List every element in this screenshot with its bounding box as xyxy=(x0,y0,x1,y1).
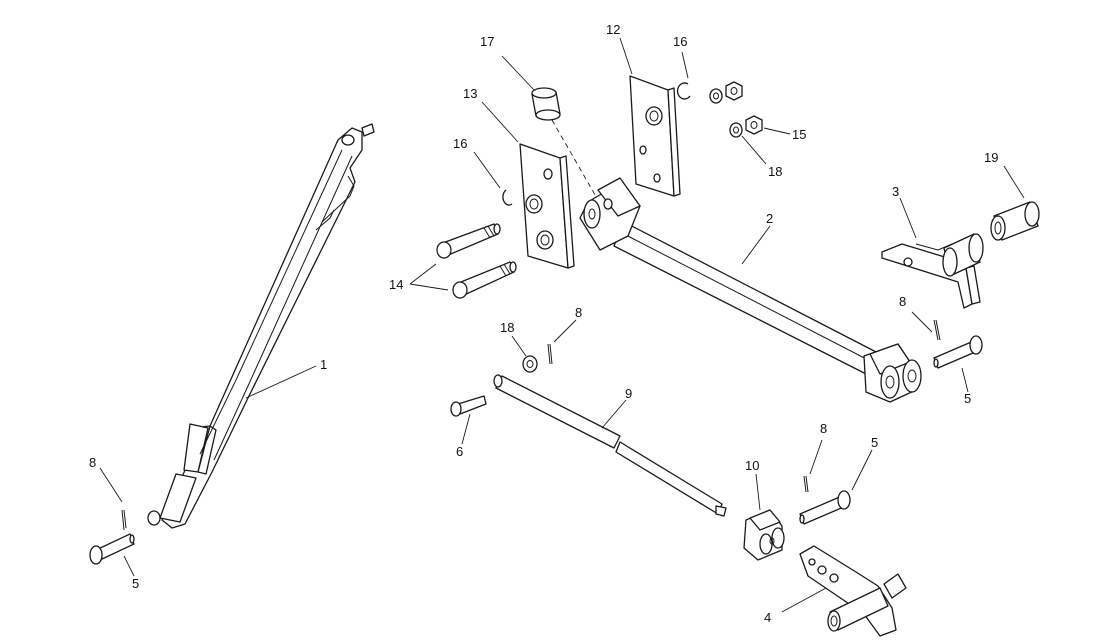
part-18-washer-lower xyxy=(522,355,538,373)
leader-15 xyxy=(763,127,791,135)
leader-5-lower xyxy=(851,449,873,491)
part-13-mount-plate xyxy=(519,143,575,269)
leader-16-left xyxy=(473,151,501,189)
leader-lines xyxy=(99,37,1025,613)
leader-13 xyxy=(481,101,519,143)
leader-18-upper xyxy=(741,135,767,165)
callout-12: 12 xyxy=(606,22,620,37)
leader-8-lower xyxy=(809,439,823,475)
part-17-spacer-bushing xyxy=(531,87,599,201)
part-12-upper-plate xyxy=(629,75,681,197)
part-5-clevis-pin-left xyxy=(89,533,135,565)
part-4-crank-arm xyxy=(799,545,907,637)
callout-5-left: 5 xyxy=(132,576,139,591)
part-9-rod xyxy=(493,374,727,517)
leader-10 xyxy=(755,473,761,511)
callout-5-lower: 5 xyxy=(871,435,878,450)
leader-6 xyxy=(461,413,471,445)
part-2-tube-arm xyxy=(579,177,922,403)
leader-17 xyxy=(501,55,535,91)
callout-19: 19 xyxy=(984,150,998,165)
leader-14 xyxy=(409,263,449,291)
part-15-nut xyxy=(745,115,763,135)
callout-15: 15 xyxy=(792,127,806,142)
callout-18-lower: 18 xyxy=(500,320,514,335)
part-3-bracket xyxy=(881,233,984,309)
part-6-pin xyxy=(450,395,487,417)
leader-5-left xyxy=(123,555,135,577)
callout-4: 4 xyxy=(764,610,771,625)
callout-14: 14 xyxy=(389,277,403,292)
callout-6: 6 xyxy=(456,444,463,459)
part-8-cotter-pin-right xyxy=(933,319,941,341)
leader-9 xyxy=(601,399,627,429)
part-16-retaining-ring-upper xyxy=(676,82,691,100)
callout-8-left: 8 xyxy=(89,455,96,470)
callout-16-left: 16 xyxy=(453,136,467,151)
part-18-washer xyxy=(729,122,743,138)
callout-10: 10 xyxy=(745,458,759,473)
leader-2 xyxy=(741,225,771,265)
part-19-bushing xyxy=(990,201,1040,241)
part-14-bolt-upper xyxy=(436,223,501,259)
part-8-cotter-pin-middle xyxy=(547,343,553,365)
callout-8-middle: 8 xyxy=(575,305,582,320)
leader-3 xyxy=(899,197,917,239)
leader-12 xyxy=(619,37,633,75)
part-5-clevis-pin-lower xyxy=(799,490,851,525)
leader-8-left xyxy=(99,467,123,503)
leader-8-middle xyxy=(553,319,577,343)
callout-8-lower: 8 xyxy=(820,421,827,436)
part-8-cotter-pin-left xyxy=(121,509,127,531)
leader-18-lower xyxy=(511,335,527,357)
callout-9: 9 xyxy=(625,386,632,401)
callout-8-right: 8 xyxy=(899,294,906,309)
part-washer-upper xyxy=(709,88,723,104)
leader-4 xyxy=(781,587,827,613)
leader-5-right xyxy=(961,367,969,393)
part-8-cotter-pin-lower xyxy=(803,475,809,493)
callout-17: 17 xyxy=(480,34,494,49)
part-nut-upper xyxy=(725,81,743,101)
callout-18-upper: 18 xyxy=(768,164,782,179)
callout-13: 13 xyxy=(463,86,477,101)
part-1-lift-arm xyxy=(147,123,375,529)
callout-16-upper: 16 xyxy=(673,34,687,49)
leader-8-right xyxy=(911,311,933,333)
leader-1 xyxy=(245,365,317,399)
part-14-bolt-lower xyxy=(452,261,517,299)
callout-5-right: 5 xyxy=(964,391,971,406)
part-5-clevis-pin-right xyxy=(933,335,983,369)
leader-16-upper xyxy=(681,51,689,79)
callout-1: 1 xyxy=(320,357,327,372)
callout-2: 2 xyxy=(766,211,773,226)
part-16-retaining-ring-left xyxy=(502,189,513,206)
callout-labels: 17 12 16 13 15 16 18 19 3 2 14 8 18 8 1 … xyxy=(89,22,998,625)
part-10-clevis xyxy=(743,509,785,561)
leader-19 xyxy=(1003,165,1025,199)
callout-3: 3 xyxy=(892,184,899,199)
